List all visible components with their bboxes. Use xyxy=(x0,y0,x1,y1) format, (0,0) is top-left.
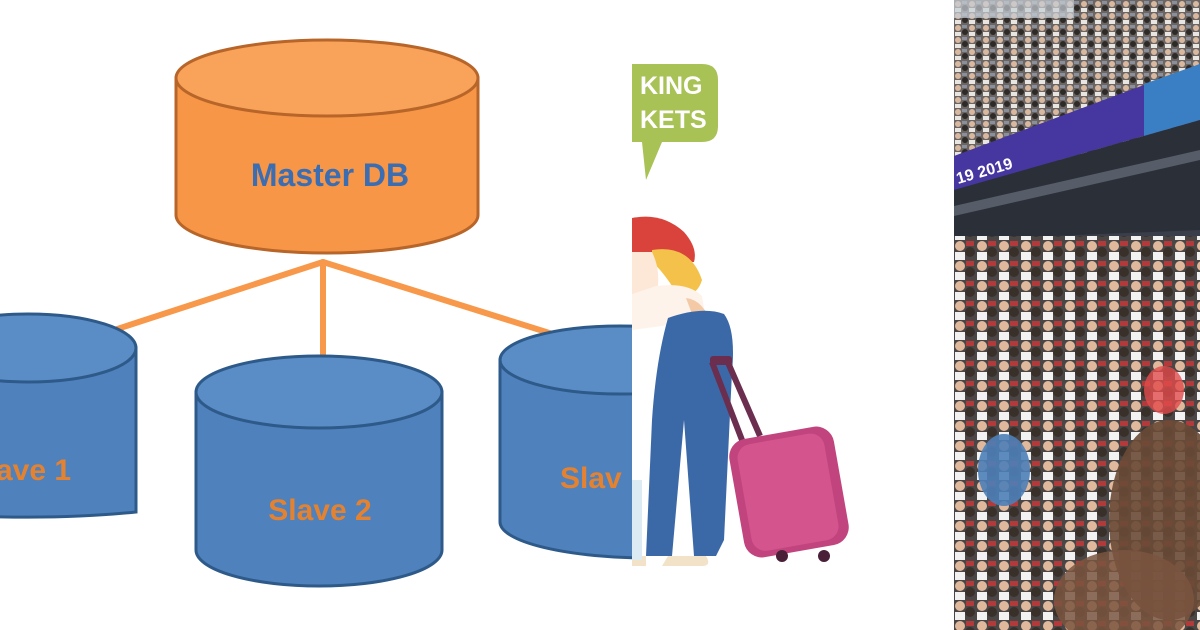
slave-2-label: Slave 2 xyxy=(268,494,371,527)
bubble-text-line-2: KETS xyxy=(640,106,707,134)
master-db-cylinder: Master DB xyxy=(174,38,480,255)
traveler-illustration: KING KETS xyxy=(632,64,849,566)
traveler-illustration-panel: KING KETS xyxy=(632,0,954,630)
speech-bubble: KING KETS xyxy=(632,64,718,180)
traveler-figure xyxy=(632,216,733,566)
bubble-text-line-1: KING xyxy=(640,72,703,100)
stadium-photo: 19 2019 xyxy=(954,0,1200,630)
master-db-label: Master DB xyxy=(251,157,409,193)
slave-3-label: Slav xyxy=(560,462,622,495)
stadium-banner xyxy=(954,64,1200,190)
db-diagram-panel: Master DB ave 1 Slave 2 Slav xyxy=(0,38,632,588)
slave-1-cylinder: ave 1 xyxy=(0,312,138,519)
slave-3-cylinder: Slav xyxy=(498,324,632,560)
suitcase-icon xyxy=(709,356,849,562)
slave-1-label: ave 1 xyxy=(0,454,71,487)
db-diagram: Master DB ave 1 Slave 2 Slav xyxy=(0,38,632,588)
stadium-crowd-photo: 19 2019 xyxy=(954,0,1200,630)
slave-2-cylinder: Slave 2 xyxy=(194,354,444,588)
hat-icon xyxy=(632,216,695,262)
